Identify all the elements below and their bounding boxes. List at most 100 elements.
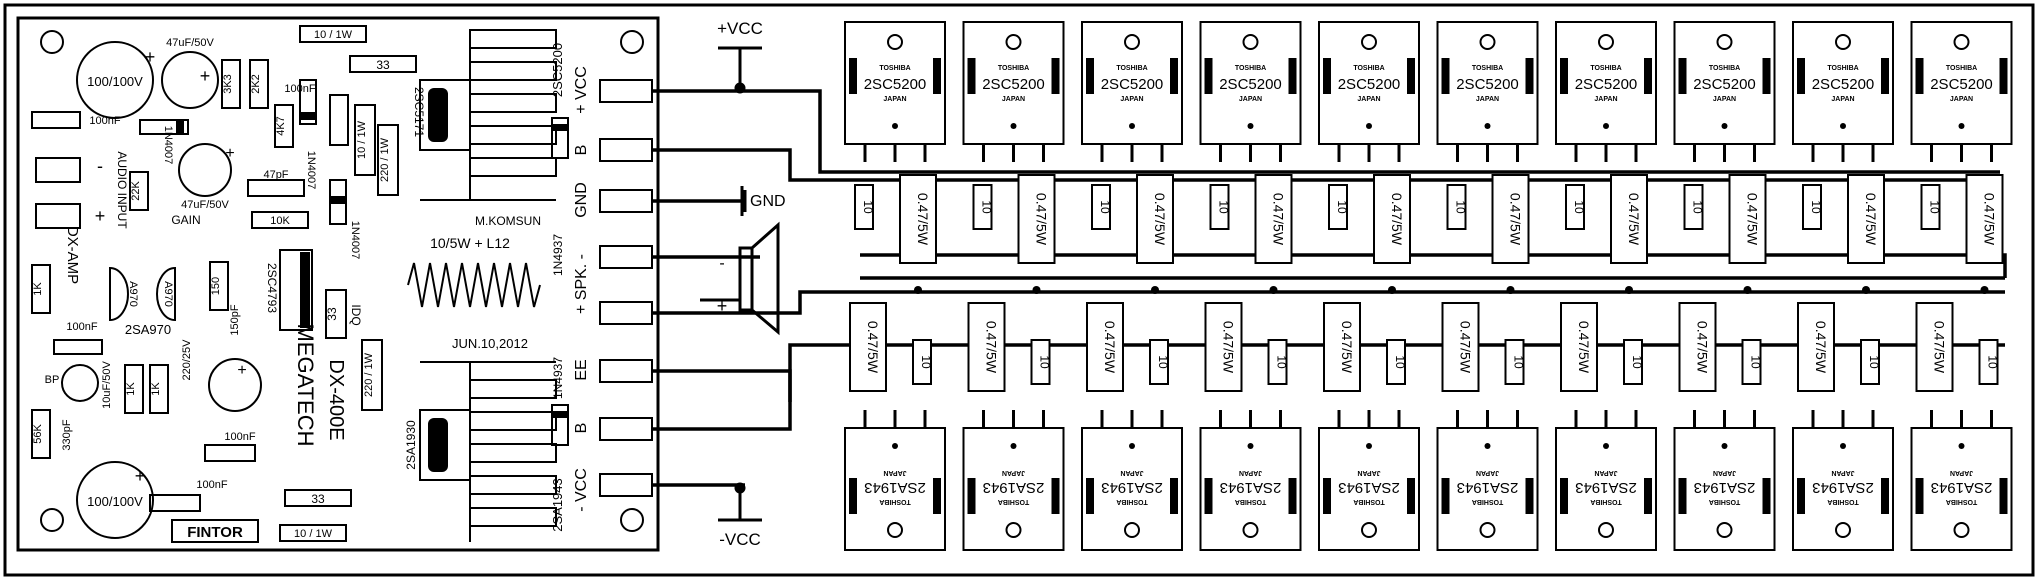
pnp-part-label: 2SA1943 bbox=[1812, 479, 1874, 496]
svg-text:AUDIO INPUT: AUDIO INPUT bbox=[115, 151, 129, 229]
junction-dot bbox=[1743, 286, 1752, 294]
svg-text:100/100V: 100/100V bbox=[87, 74, 143, 89]
resistor-1k-a: 1K bbox=[124, 364, 144, 414]
emitter-resistor-label: 0.47/5W bbox=[1695, 321, 1711, 374]
speaker-minus: - bbox=[719, 255, 724, 272]
pnp-brand-label: TOSHIBA bbox=[1590, 498, 1621, 505]
dx-amp-label: DX-AMP bbox=[64, 226, 81, 284]
pnp-origin-label: JAPAN bbox=[1831, 469, 1854, 476]
diode-1n4937-a bbox=[551, 117, 569, 159]
svg-text:1K: 1K bbox=[150, 382, 162, 396]
npn-part-label: 2SC5200 bbox=[1693, 76, 1756, 93]
svg-text:100nF: 100nF bbox=[66, 321, 97, 333]
emitter-resistor-label: 0.47/5W bbox=[1576, 321, 1592, 374]
pnp-brand-label: TOSHIBA bbox=[1946, 498, 1977, 505]
base-resistor-bottom-2: 10 bbox=[1030, 339, 1052, 385]
emitter-resistor-label: 0.47/5W bbox=[1982, 193, 1998, 246]
transistor-2sc5171: 2SC5171 bbox=[412, 79, 471, 151]
base-resistor-label: 10 bbox=[1986, 355, 2000, 369]
svg-text:100nF: 100nF bbox=[196, 479, 227, 491]
base-resistor-label: 10 bbox=[1454, 200, 1468, 214]
base-resistor-top-8: 10 bbox=[1683, 184, 1705, 230]
speaker-plus: + bbox=[717, 296, 728, 316]
resistor-33-mid: 33 bbox=[325, 289, 347, 339]
pad-label-spk: + SPK. - bbox=[573, 254, 590, 314]
l12-label: 10/5W + L12 bbox=[430, 235, 510, 251]
base-resistor-label: 10 bbox=[1512, 355, 1526, 369]
svg-text:10 / 1W: 10 / 1W bbox=[294, 528, 333, 540]
svg-text:+: + bbox=[200, 66, 211, 86]
npn-part-label: 2SC5200 bbox=[1456, 76, 1519, 93]
svg-text:47uF/50V: 47uF/50V bbox=[166, 37, 214, 49]
junction-dot bbox=[914, 286, 922, 294]
base-resistor-label: 10 bbox=[1867, 355, 1881, 369]
npn-brand-label: TOSHIBA bbox=[1709, 65, 1740, 72]
capacitor-100nf-d: 100nF bbox=[204, 431, 256, 462]
emitter-resistor-label: 0.47/5W bbox=[1508, 193, 1524, 246]
base-resistor-bottom-3: 10 bbox=[1149, 339, 1170, 385]
svg-text:A970: A970 bbox=[127, 281, 139, 307]
pnp-part-label: 2SA1943 bbox=[1694, 479, 1756, 496]
svg-text:220/25V: 220/25V bbox=[181, 339, 193, 381]
junction-dot bbox=[1388, 286, 1396, 294]
base-resistor-top-5: 10 bbox=[1328, 184, 1349, 230]
emitter-resistor-top-10: 0.47/5W bbox=[1965, 174, 2004, 264]
heatsink-bottom bbox=[420, 361, 557, 542]
svg-text:+: + bbox=[225, 145, 234, 162]
base-resistor-label: 10 bbox=[1335, 200, 1349, 214]
npn-brand-label: TOSHIBA bbox=[879, 65, 910, 72]
pnp-part-label: 2SA1943 bbox=[1101, 479, 1163, 496]
svg-text:330pF: 330pF bbox=[61, 419, 73, 450]
base-resistor-top-2: 10 bbox=[972, 184, 994, 230]
base-resistor-bottom-9: 10 bbox=[1860, 339, 1881, 385]
l12-inductor bbox=[407, 262, 541, 308]
base-resistor-label: 10 bbox=[1630, 355, 1644, 369]
base-resistor-top-4: 10 bbox=[1209, 184, 1231, 230]
pnp-part-label: 2SA1943 bbox=[1220, 479, 1282, 496]
base-resistor-label: 10 bbox=[861, 200, 875, 214]
brand-label: MEGATECH bbox=[293, 323, 318, 446]
emitter-resistor-top-7: 0.47/5W bbox=[1610, 174, 1648, 264]
svg-text:10 / 1W: 10 / 1W bbox=[356, 120, 368, 159]
npn-origin-label: JAPAN bbox=[1239, 96, 1262, 103]
pnp-part-label: 2SA1943 bbox=[1575, 479, 1637, 496]
base-resistor-bottom-10: 10 bbox=[1978, 339, 2000, 385]
base-resistor-top-9: 10 bbox=[1802, 184, 1823, 230]
pnp-origin-label: JAPAN bbox=[1713, 469, 1736, 476]
model-label: DX-400E bbox=[325, 359, 347, 440]
svg-text:A970: A970 bbox=[162, 281, 174, 307]
svg-text:33: 33 bbox=[311, 492, 325, 506]
pad-label-b2: B bbox=[573, 423, 590, 434]
npn-brand-label: TOSHIBA bbox=[1590, 65, 1621, 72]
npn-origin-label: JAPAN bbox=[1713, 96, 1736, 103]
resistor-56k: 56K bbox=[31, 409, 51, 459]
diode-1n4007-c: 1N4007 bbox=[329, 179, 361, 259]
emitter-resistor-bottom-5: 0.47/5W bbox=[1323, 302, 1361, 392]
pnp-part-label: 2SA1943 bbox=[1931, 479, 1993, 496]
svg-text:150pF: 150pF bbox=[229, 304, 241, 335]
resistor-1k: 1K bbox=[31, 264, 51, 314]
svg-text:1N4007: 1N4007 bbox=[305, 151, 317, 190]
npn-origin-label: JAPAN bbox=[1594, 96, 1617, 103]
base-resistor-bottom-1: 10 bbox=[912, 339, 933, 385]
transistor-2sa970-label: 2SA970 bbox=[125, 322, 171, 337]
pnp-brand-label: TOSHIBA bbox=[1116, 498, 1147, 505]
emitter-resistor-label: 0.47/5W bbox=[1102, 321, 1118, 374]
svg-text:+: + bbox=[135, 466, 146, 486]
svg-text:10 / 1W: 10 / 1W bbox=[314, 29, 353, 41]
svg-text:100/100V: 100/100V bbox=[87, 494, 143, 509]
svg-text:10uF/50V: 10uF/50V bbox=[101, 360, 113, 408]
npn-part-label: 2SC5200 bbox=[1575, 76, 1638, 93]
junction-dot bbox=[1625, 286, 1633, 294]
base-resistor-label: 10 bbox=[1749, 355, 1763, 369]
svg-text:22K: 22K bbox=[130, 181, 142, 201]
npn-brand-label: TOSHIBA bbox=[998, 65, 1029, 72]
output-stage: TOSHIBA2SC5200JAPAN0.47/5W10TOSHIBA2SA19… bbox=[844, 21, 2013, 551]
resistor-3k3: 3K3 bbox=[221, 59, 241, 109]
resistor-33-top: 33 bbox=[349, 55, 417, 73]
emitter-resistor-bottom-8: 0.47/5W bbox=[1678, 302, 1717, 392]
